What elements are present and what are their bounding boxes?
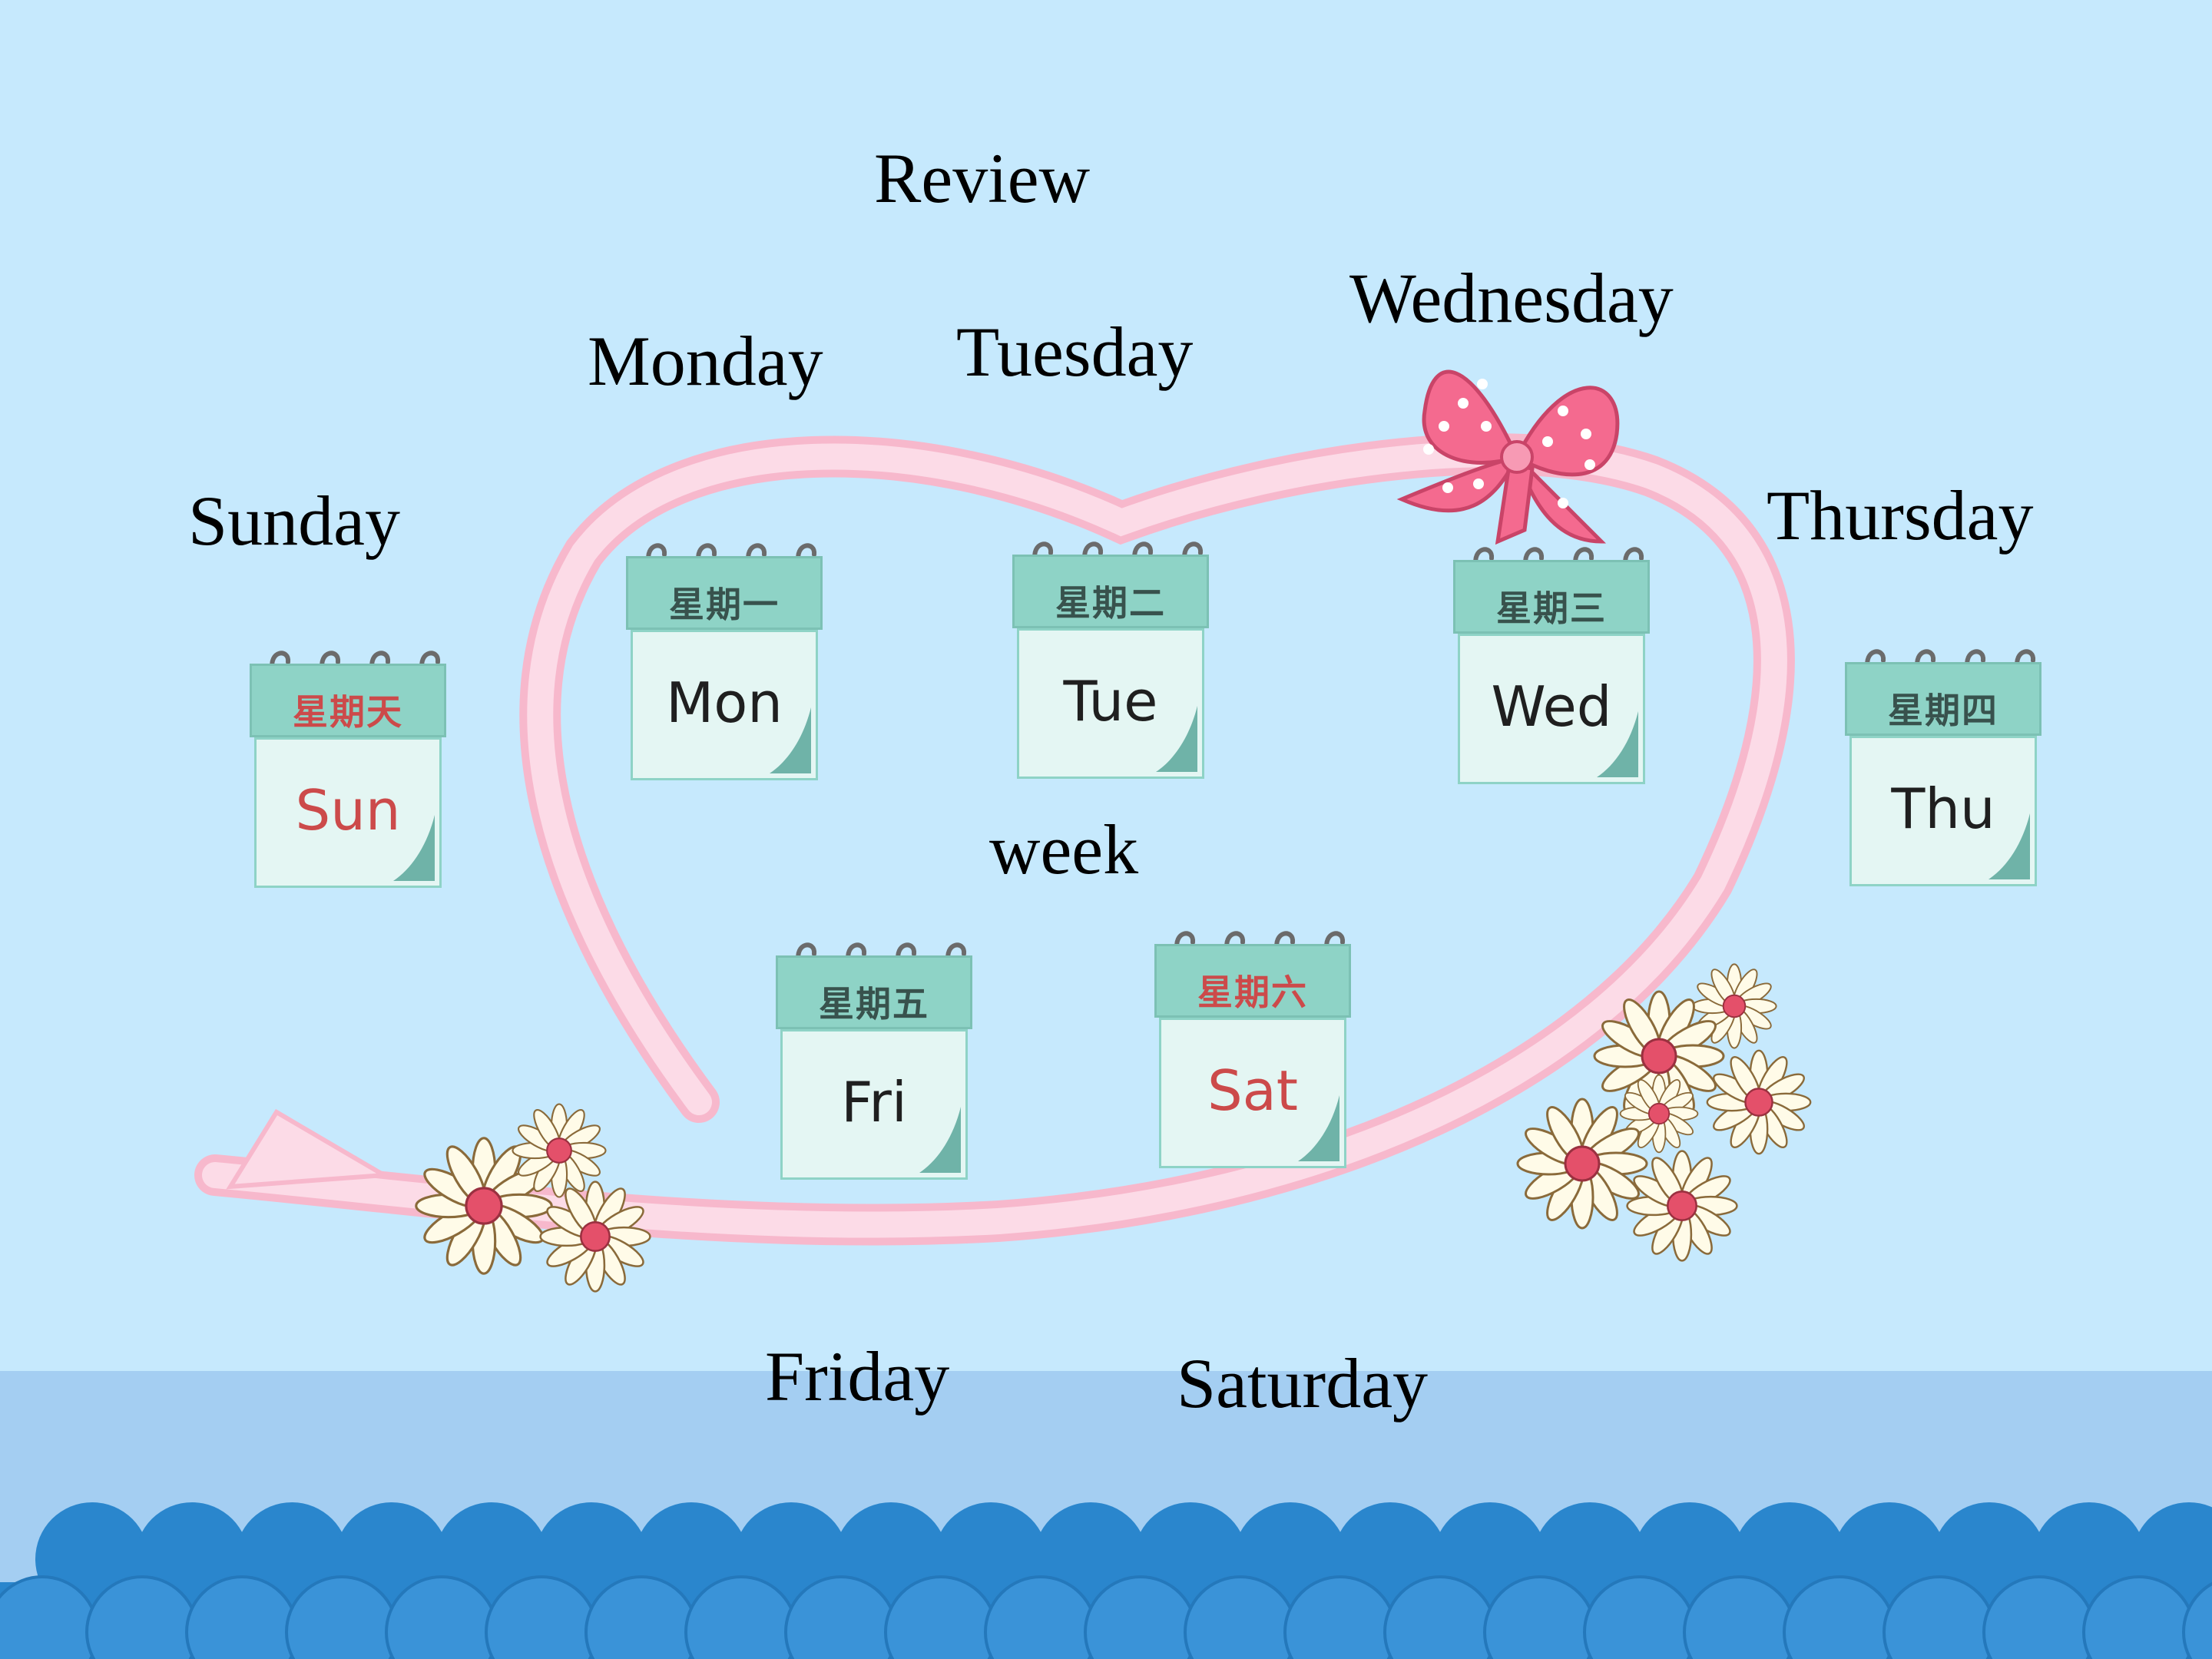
page-curl-icon	[1597, 711, 1638, 777]
calendar-abbr-label: Fri	[841, 1070, 907, 1134]
calendar-chinese-label: 星期六	[1197, 972, 1308, 1013]
daisy-flower-icon	[1516, 963, 1812, 1262]
word-monday: Monday	[588, 322, 823, 400]
word-saturday: Saturday	[1177, 1344, 1429, 1422]
calendar-abbr-label: Wed	[1491, 674, 1612, 739]
calendar-sheet: Wed	[1458, 634, 1645, 784]
calendar-header: 星期天	[250, 664, 446, 737]
calendar-mon: 星期一 Mon	[626, 538, 823, 785]
page-curl-icon	[770, 707, 811, 773]
calendar-header: 星期三	[1453, 560, 1650, 634]
page-curl-icon	[393, 815, 435, 881]
calendar-header: 星期六	[1154, 944, 1351, 1018]
calendar-sheet: Tue	[1017, 628, 1204, 779]
calendar-thu: 星期四 Thu	[1845, 644, 2041, 891]
calendar-abbr-label: Thu	[1891, 777, 1995, 841]
calendar-sheet: Sat	[1159, 1018, 1346, 1168]
page-curl-icon	[1156, 706, 1197, 772]
calendar-abbr-label: Tue	[1063, 669, 1158, 733]
calendar-abbr-label: Sat	[1207, 1058, 1299, 1123]
calendar-sun: 星期天 Sun	[250, 645, 446, 892]
word-wednesday: Wednesday	[1349, 259, 1674, 337]
word-week: week	[989, 810, 1139, 889]
word-thursday: Thursday	[1767, 476, 2034, 555]
calendar-sheet: Fri	[780, 1029, 968, 1180]
page-curl-icon	[919, 1107, 961, 1173]
calendar-header: 星期五	[776, 955, 972, 1029]
daisy-flower-icon	[415, 1103, 651, 1293]
calendar-chinese-label: 星期五	[819, 983, 929, 1025]
calendar-header: 星期二	[1012, 555, 1209, 628]
calendar-chinese-label: 星期三	[1496, 588, 1607, 629]
bow-icon	[1396, 369, 1620, 545]
calendar-header: 星期四	[1845, 662, 2041, 736]
calendar-abbr-label: Mon	[666, 671, 783, 735]
calendar-sheet: Mon	[631, 630, 818, 780]
calendar-chinese-label: 星期一	[669, 584, 780, 625]
calendar-abbr-label: Sun	[295, 778, 401, 843]
page-curl-icon	[1298, 1095, 1339, 1161]
calendar-header: 星期一	[626, 556, 823, 630]
calendar-tue: 星期二 Tue	[1012, 536, 1209, 783]
calendar-wed: 星期三 Wed	[1453, 541, 1650, 789]
calendar-fri: 星期五 Fri	[776, 937, 972, 1184]
calendar-chinese-label: 星期二	[1055, 582, 1166, 624]
calendar-sheet: Sun	[254, 737, 442, 888]
calendar-sheet: Thu	[1849, 736, 2037, 886]
ribbon-heart	[194, 433, 1795, 1246]
page-curl-icon	[1988, 813, 2030, 879]
word-friday: Friday	[765, 1337, 950, 1416]
word-sunday: Sunday	[188, 482, 400, 560]
title-review: Review	[874, 139, 1091, 217]
calendar-chinese-label: 星期四	[1888, 690, 1998, 731]
calendar-sat: 星期六 Sat	[1154, 926, 1351, 1173]
word-tuesday: Tuesday	[956, 313, 1194, 391]
calendar-chinese-label: 星期天	[293, 691, 403, 733]
wave-pattern	[0, 1502, 2212, 1659]
